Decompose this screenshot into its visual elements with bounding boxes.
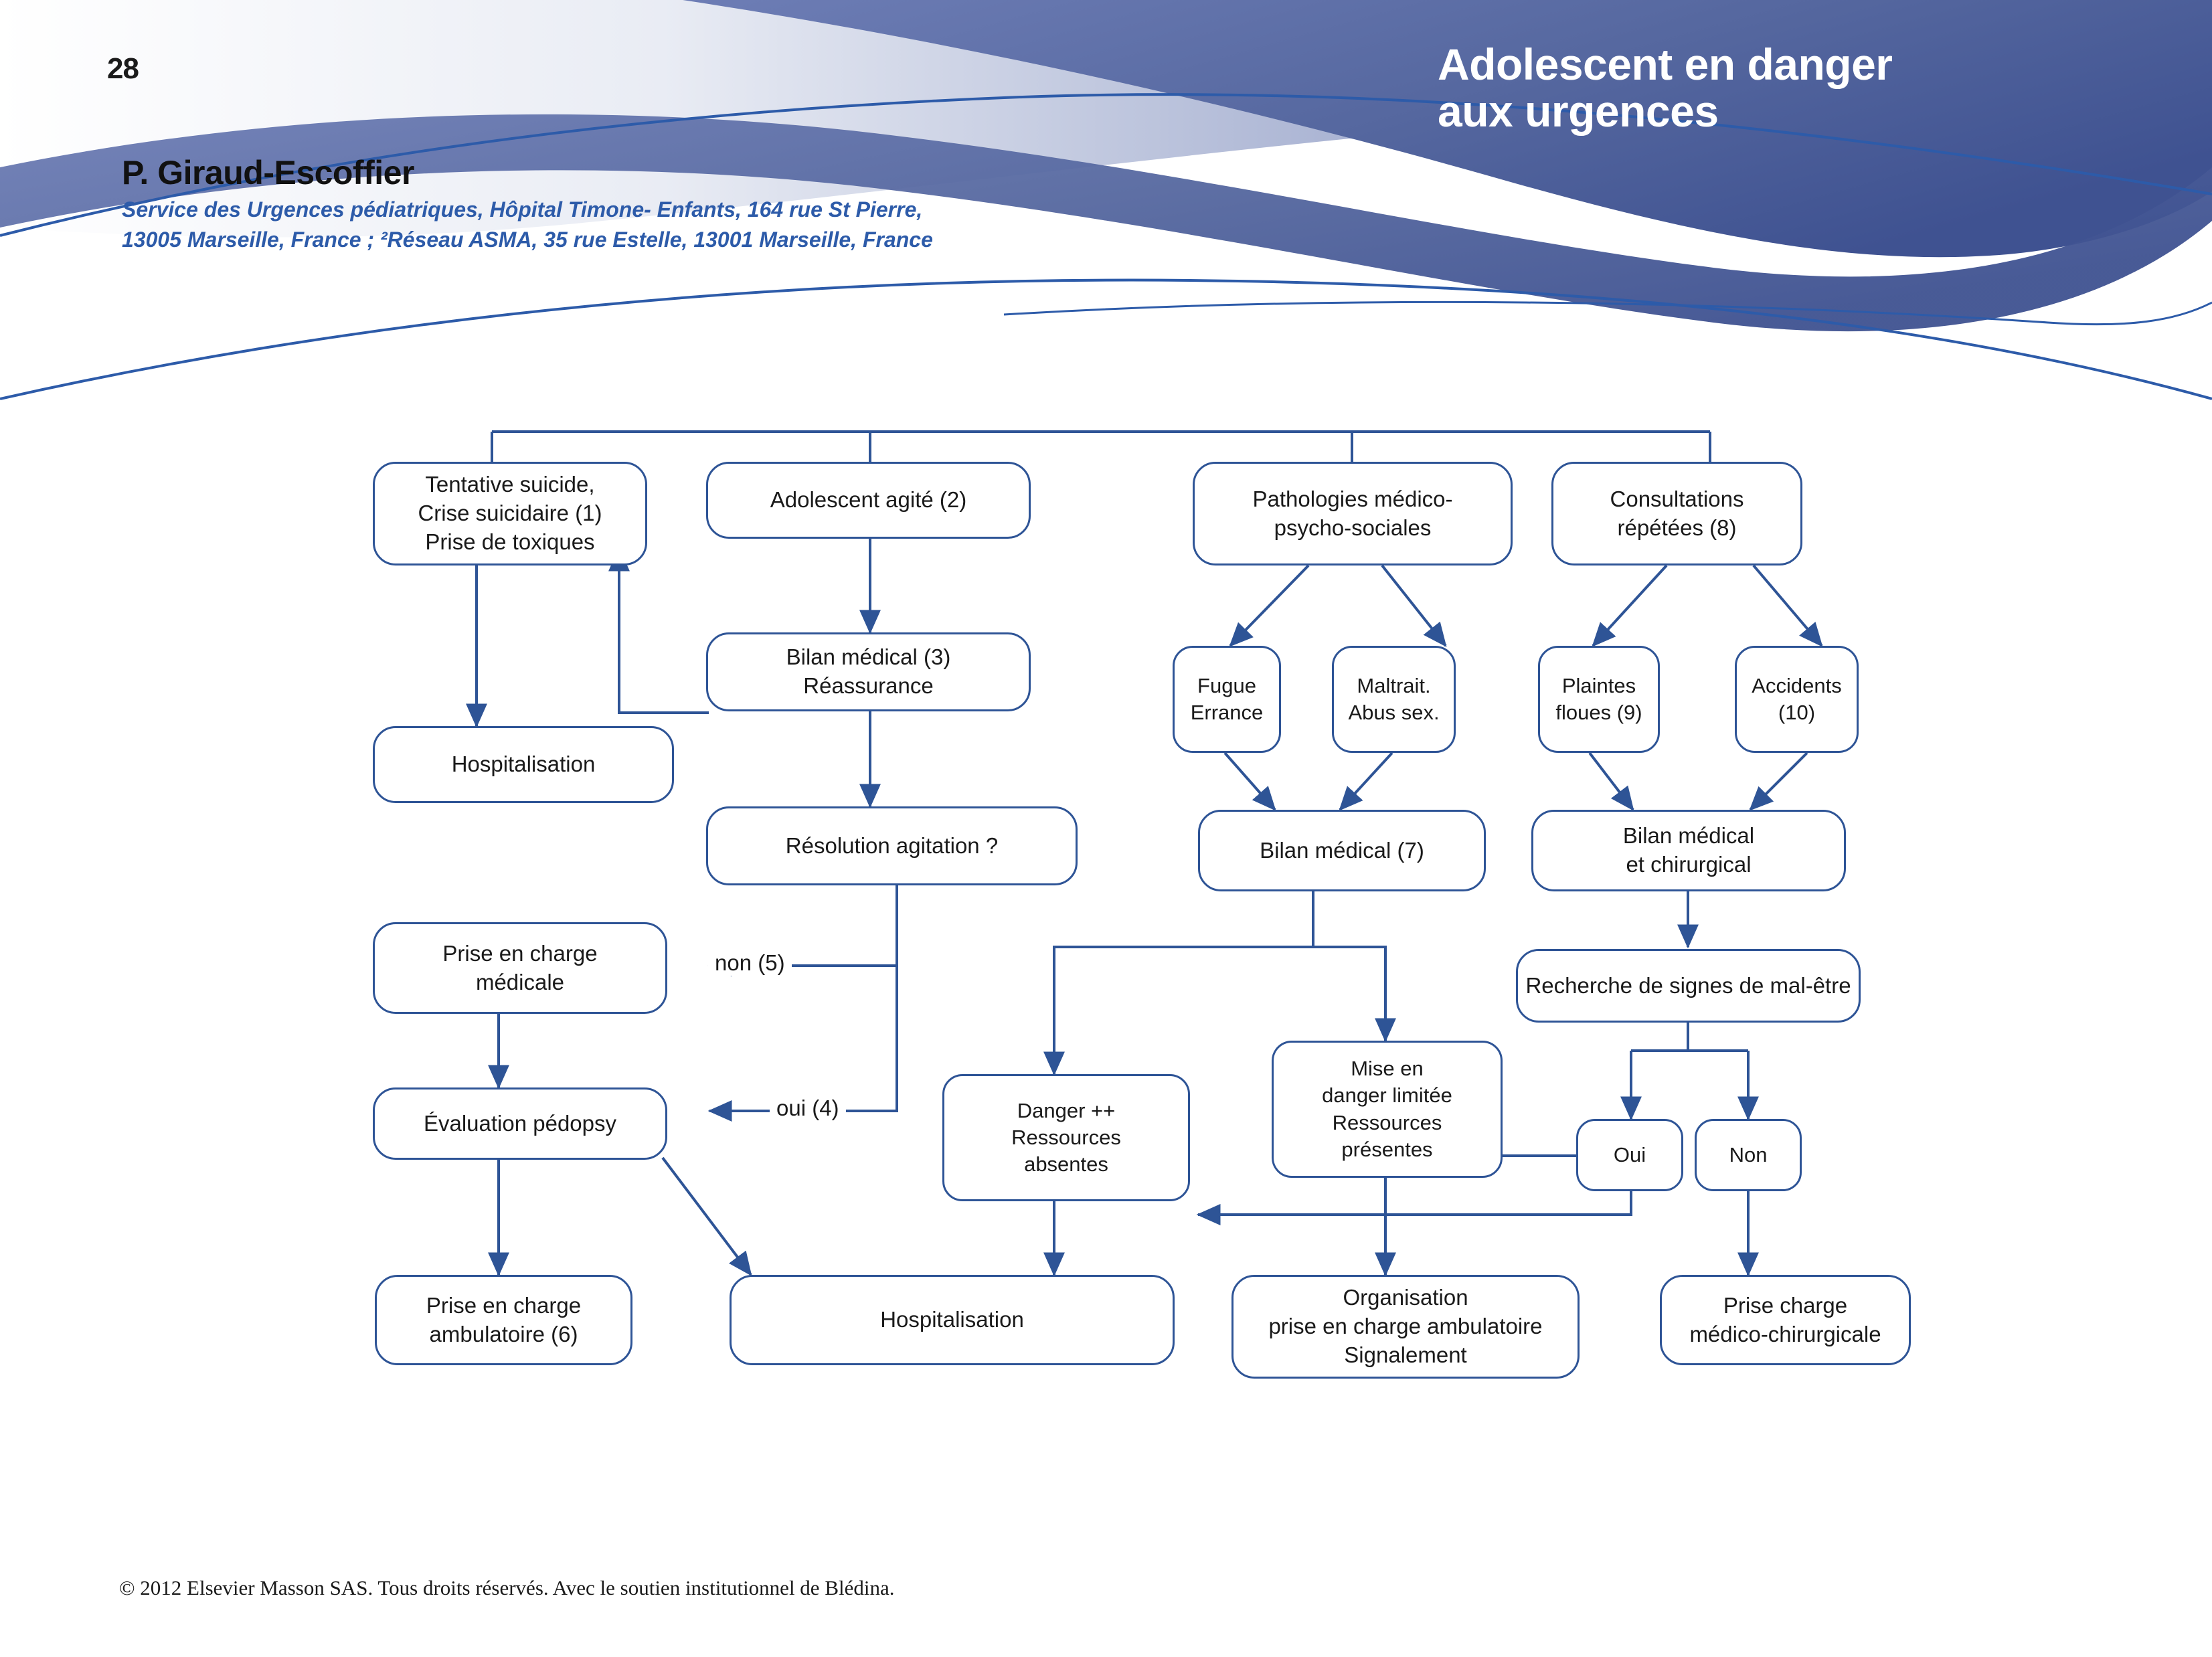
node-bilan-medical-7[interactable]: Bilan médical (7) <box>1198 810 1486 891</box>
node-pathologies-medico-psycho-sociales[interactable]: Pathologies médico- psycho-sociales <box>1193 462 1513 565</box>
node-evaluation-pedopsy[interactable]: Évaluation pédopsy <box>373 1087 667 1160</box>
affiliation-text: Service des Urgences pédiatriques, Hôpit… <box>122 197 933 252</box>
copyright-footer: © 2012 Elsevier Masson SAS. Tous droits … <box>119 1576 895 1599</box>
node-prise-en-charge-medicale[interactable]: Prise en charge médicale <box>373 922 667 1014</box>
node-tentative-suicide[interactable]: Tentative suicide, Crise suicidaire (1) … <box>373 462 647 565</box>
edge-label-oui: oui (4) <box>770 1096 846 1121</box>
node-recherche-signes-mal-etre[interactable]: Recherche de signes de mal-être <box>1516 949 1861 1023</box>
node-accidents[interactable]: Accidents (10) <box>1735 646 1859 753</box>
node-plaintes-floues[interactable]: Plaintes floues (9) <box>1538 646 1660 753</box>
author-block: P. Giraud-Escoffier Service des Urgences… <box>122 155 933 255</box>
author-name: P. Giraud-Escoffier <box>122 154 414 191</box>
node-hospitalisation-top[interactable]: Hospitalisation <box>373 726 674 803</box>
node-hospitalisation-bottom[interactable]: Hospitalisation <box>730 1275 1175 1365</box>
node-fugue-errance[interactable]: Fugue Errance <box>1173 646 1281 753</box>
node-bilan-medical-et-chirurgical[interactable]: Bilan médical et chirurgical <box>1531 810 1846 891</box>
node-prise-en-charge-ambulatoire[interactable]: Prise en charge ambulatoire (6) <box>375 1275 632 1365</box>
node-mise-en-danger-limitee[interactable]: Mise en danger limitée Ressources présen… <box>1272 1041 1503 1178</box>
node-prise-charge-medico-chirurgicale[interactable]: Prise charge médico-chirurgicale <box>1660 1275 1911 1365</box>
header-decoration <box>0 0 2212 400</box>
node-oui[interactable]: Oui <box>1576 1119 1683 1191</box>
page-title: Adolescent en danger aux urgences <box>1438 39 1893 136</box>
node-adolescent-agite[interactable]: Adolescent agité (2) <box>706 462 1031 539</box>
node-resolution-agitation[interactable]: Résolution agitation ? <box>706 806 1078 885</box>
edge-label-non: non (5) <box>708 950 792 976</box>
node-organisation-signalement[interactable]: Organisation prise en charge ambulatoire… <box>1231 1275 1580 1379</box>
node-bilan-medical-3[interactable]: Bilan médical (3) Réassurance <box>706 632 1031 711</box>
node-danger-ressources-absentes[interactable]: Danger ++ Ressources absentes <box>942 1074 1190 1201</box>
node-consultations-repetees[interactable]: Consultations répétées (8) <box>1551 462 1802 565</box>
node-maltraitance-abus-sexuel[interactable]: Maltrait. Abus sex. <box>1332 646 1456 753</box>
node-non[interactable]: Non <box>1695 1119 1802 1191</box>
page-number: 28 <box>107 52 139 85</box>
